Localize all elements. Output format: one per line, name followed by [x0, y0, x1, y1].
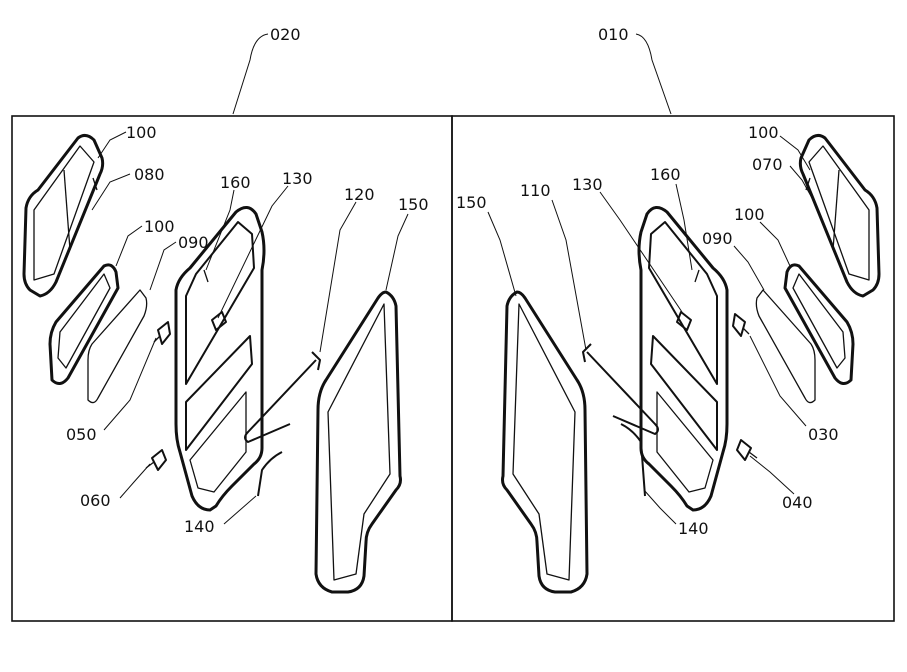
right-lower-handle-part — [736, 439, 758, 461]
right-panel-frame — [451, 115, 895, 622]
assembly-label-right: 010 — [598, 25, 629, 44]
right-parts-mirror — [501, 133, 881, 594]
label-right-070: 070 — [752, 155, 783, 174]
assembly-ref-right: 010 — [598, 25, 672, 115]
right-door-frame-part — [637, 206, 729, 512]
left-handle-part — [153, 321, 171, 345]
right-handle-part — [732, 313, 750, 337]
left-leaders — [91, 131, 409, 525]
label-right-160: 160 — [650, 165, 681, 184]
label-left-090: 090 — [178, 233, 209, 252]
label-right-090: 090 — [702, 229, 733, 248]
assembly-label-left: 020 — [270, 25, 301, 44]
label-right-130: 130 — [572, 175, 603, 194]
label-right-100-glass: 100 — [734, 205, 765, 224]
label-left-150: 150 — [398, 195, 429, 214]
label-left-060: 060 — [80, 491, 111, 510]
label-right-150: 150 — [456, 193, 487, 212]
right-leaders — [487, 135, 813, 525]
label-left-050: 050 — [66, 425, 97, 444]
label-left-140: 140 — [184, 517, 215, 536]
assembly-ref-left: 020 — [232, 25, 301, 115]
label-left-160: 160 — [220, 173, 251, 192]
label-left-100-glass: 100 — [144, 217, 175, 236]
label-left-080: 080 — [134, 165, 165, 184]
right-window-frame-part — [798, 133, 881, 298]
left-rods-part — [244, 351, 321, 497]
right-rods-part — [582, 343, 659, 497]
label-left-100-window: 100 — [126, 123, 157, 142]
left-glass-pane-part — [87, 289, 148, 404]
left-lower-handle-part — [145, 449, 167, 471]
left-glass-frame-part — [48, 263, 120, 385]
label-right-100-window: 100 — [748, 123, 779, 142]
right-glass-pane-part — [755, 289, 816, 404]
label-left-130: 130 — [282, 169, 313, 188]
left-seal-part — [314, 290, 402, 594]
label-right-140: 140 — [678, 519, 709, 538]
right-seal-part — [501, 290, 589, 594]
label-left-120: 120 — [344, 185, 375, 204]
right-glass-frame-part — [783, 263, 855, 385]
label-right-040: 040 — [782, 493, 813, 512]
left-window-frame-part — [22, 133, 105, 298]
label-right-030: 030 — [808, 425, 839, 444]
label-right-110: 110 — [520, 181, 551, 200]
left-door-frame-part — [174, 206, 266, 512]
